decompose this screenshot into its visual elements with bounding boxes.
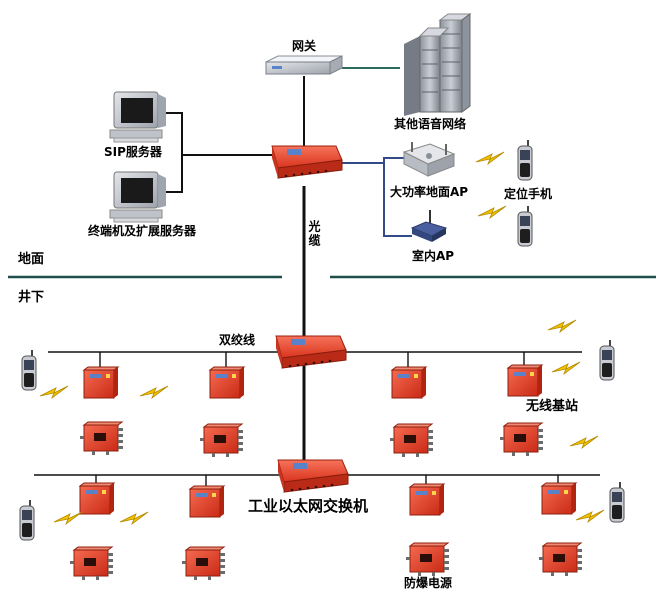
lightning-icon-6: [551, 361, 581, 376]
power-unit-6: [182, 546, 226, 580]
base-station-8: [540, 482, 578, 515]
base-station-3: [390, 366, 428, 399]
lightning-icon-10: [575, 509, 605, 524]
base-station-5: [78, 482, 116, 515]
power-unit-2: [200, 423, 244, 457]
lightning-icon-9: [569, 435, 599, 450]
core-switch: [271, 145, 343, 179]
power-unit-7: [406, 542, 450, 576]
power-unit-1: [80, 421, 124, 455]
twisted-pair-label: 双绞线: [219, 333, 256, 347]
lightning-icon-3: [39, 385, 69, 400]
phone-icon-1: [517, 140, 533, 181]
terminal-server-label: 终端机及扩展服务器: [88, 224, 197, 238]
power-unit-3: [390, 423, 434, 457]
industrial-switch-label: 工业以太网交换机: [248, 497, 369, 515]
phone-icon-6: [609, 482, 625, 523]
indoor-ap-label: 室内AP: [412, 249, 455, 263]
wireless-base-stations: [78, 364, 578, 518]
locator-phones: [19, 140, 625, 541]
gateway-device: [265, 55, 343, 75]
indoor-ap-device: [410, 210, 448, 242]
high-power-ap-device: [402, 142, 456, 177]
lightning-icon-1: [475, 151, 505, 166]
power-unit-5: [70, 546, 114, 580]
base-station-6: [188, 485, 226, 518]
lightning-icon-8: [119, 511, 149, 526]
lightning-icon-5: [547, 319, 577, 334]
sip-server-computer: [109, 91, 166, 143]
lightning-icon-2: [477, 205, 507, 220]
high-power-ap-label: 大功率地面AP: [390, 185, 469, 199]
underground-switch-1: [275, 335, 347, 369]
lightning-icon-7: [53, 511, 83, 526]
phone-icon-3: [21, 350, 37, 391]
power-unit-4: [500, 422, 544, 456]
phone-icon-2: [517, 206, 533, 247]
other-voice-network-label: 其他语音网络: [394, 117, 467, 131]
phone-icon-4: [599, 340, 615, 381]
underground-switch-2: [277, 459, 349, 493]
locator-phone-label: 定位手机: [504, 187, 553, 201]
server-rack: [404, 13, 472, 116]
gateway-label: 网关: [292, 39, 317, 53]
phone-icon-5: [19, 500, 35, 541]
wireless-signals: [39, 151, 605, 526]
power-unit-8: [539, 542, 583, 576]
base-station-1: [82, 366, 120, 399]
lightning-icon-4: [139, 385, 169, 400]
terminal-server-computer: [109, 171, 166, 223]
fiber-label: 光缆: [307, 220, 321, 248]
base-station-4: [506, 364, 544, 397]
underground-label: 井下: [18, 290, 45, 305]
explosion-proof-power-label: 防爆电源: [404, 576, 453, 590]
explosion-proof-power-units: [70, 421, 583, 580]
sip-server-label: SIP服务器: [104, 145, 162, 159]
surface-label: 地面: [18, 252, 45, 267]
base-station-7: [408, 483, 446, 516]
wireless-base-station-label: 无线基站: [526, 399, 579, 414]
base-station-2: [208, 366, 246, 399]
